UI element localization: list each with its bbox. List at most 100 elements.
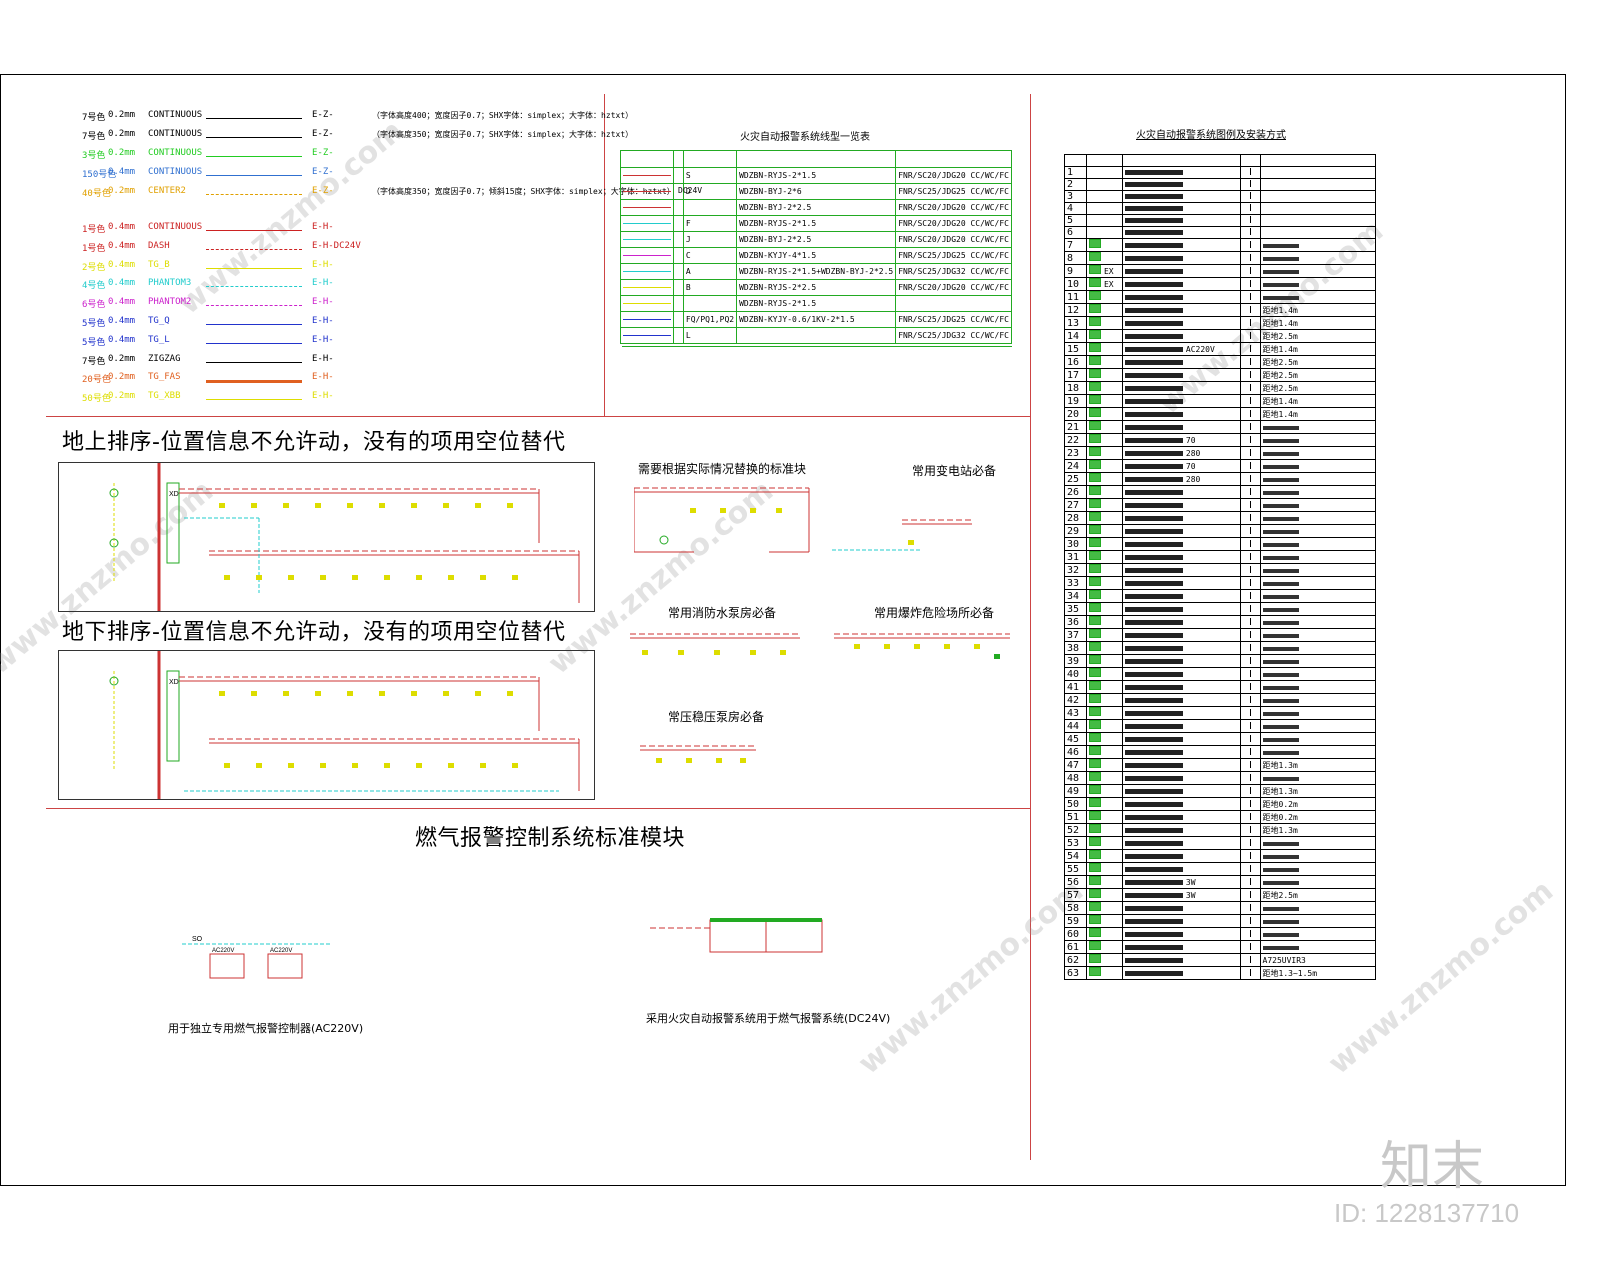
legend-name-text (1124, 749, 1183, 755)
brand-logo: 知末 (1380, 1137, 1485, 1197)
spec-text (1262, 555, 1299, 560)
below-ground-schematic (109, 651, 580, 799)
legend-spec (1259, 732, 1376, 746)
legend-spec: 距地1.4m (1259, 394, 1376, 408)
code-cell: B (682, 279, 738, 296)
linetype-sample (206, 156, 302, 157)
device-mark (352, 575, 358, 580)
legend-name-text (1124, 242, 1183, 248)
legend-unit (1239, 719, 1261, 733)
legend-unit (1239, 368, 1261, 382)
symbol-icon (1089, 228, 1099, 235)
symbol-icon (1088, 941, 1101, 950)
legend-unit (1239, 550, 1261, 564)
code-cell (682, 199, 738, 216)
unit-mark (1249, 838, 1251, 846)
table-row: 33 (1064, 576, 1376, 590)
legend-name-text (1124, 398, 1183, 404)
table-row: 58 (1064, 901, 1376, 915)
legend-unit (1239, 277, 1261, 291)
legend-number: 8 (1064, 251, 1087, 265)
legend-spec (1259, 459, 1376, 473)
legend-name-text (1124, 206, 1183, 211)
unit-mark (1249, 474, 1251, 482)
linetype-color-label: 5号色 (82, 319, 106, 329)
unit-mark (1249, 604, 1251, 612)
legend-name-text (1124, 684, 1183, 690)
code-cell: L (682, 327, 738, 344)
legend-name (1121, 706, 1241, 720)
legend-symbol (1085, 602, 1123, 616)
spec-text (1262, 750, 1299, 755)
legend-unit (1239, 190, 1261, 203)
legend-number: 26 (1064, 485, 1087, 499)
cable-cell: WDZBN-KYJY-0.6/1KV-2*1.5 (736, 311, 897, 328)
legend-unit (1239, 654, 1261, 668)
unit-mark (1249, 539, 1251, 547)
legend-name (1121, 381, 1241, 395)
legend-symbol (1085, 940, 1123, 954)
spec-text (1262, 724, 1299, 729)
legend-symbol (1085, 966, 1123, 980)
symbol-icon (1088, 265, 1101, 274)
legend-symbol (1085, 862, 1123, 876)
legend-name-text (1124, 814, 1183, 820)
table-row: 38 (1064, 641, 1376, 655)
linetype-width: 0.2mm (108, 110, 136, 120)
linetype-color-label: 6号色 (82, 300, 106, 311)
legend-symbol (1085, 667, 1123, 681)
table-row: 5 (1064, 214, 1376, 227)
legend-spec (1259, 226, 1376, 239)
name-cell (673, 263, 684, 280)
legend-name-text (1124, 905, 1183, 911)
legend-unit (1239, 758, 1261, 772)
legend-symbol (1085, 615, 1123, 629)
legend-title: 火灾自动报警系统图例及安装方式 (1136, 130, 1286, 141)
legend-number: 51 (1064, 810, 1087, 824)
spec-text (1262, 243, 1299, 248)
legend-symbol (1085, 329, 1123, 343)
laying-cell: FNR/SC25/JDG32 CC/WC/FC (895, 263, 1012, 280)
legend-name-extra: 280 (1185, 474, 1201, 484)
replace-block-diagram (633, 480, 814, 560)
cable-table-dc-label: DC24V (678, 186, 703, 195)
legend-unit (1239, 680, 1261, 694)
spec-text (1262, 854, 1299, 859)
legend-name-extra: 3W (1185, 890, 1196, 900)
legend-unit (1239, 823, 1261, 837)
legend-symbol (1085, 719, 1123, 733)
legend-name-text (1124, 294, 1183, 300)
header-cell (1085, 154, 1123, 167)
legend-spec: 距地2.5m (1259, 355, 1376, 369)
table-row: 6 (1064, 226, 1376, 239)
line-sample (623, 319, 671, 320)
legend-symbol (1085, 745, 1123, 759)
symbol-icon (1088, 512, 1101, 521)
spec-text (1262, 425, 1299, 430)
legend-name-text (1124, 944, 1183, 950)
legend-name-extra: AC220V (1185, 344, 1215, 354)
legend-spec (1259, 251, 1376, 265)
legend-unit (1239, 836, 1261, 850)
legend-spec (1259, 693, 1376, 707)
explosion-diagram (834, 628, 1010, 688)
gas-fas-diagram (650, 916, 830, 976)
spec-text (1262, 477, 1299, 482)
unit-mark (1249, 344, 1251, 352)
legend-unit (1239, 485, 1261, 499)
legend-name-text (1124, 372, 1183, 378)
line-sample-cell (619, 231, 675, 248)
linetype-width: 0.2mm (108, 148, 136, 158)
legend-number: 44 (1064, 719, 1087, 733)
spec-text (1262, 867, 1299, 872)
legend-name (1121, 589, 1241, 603)
unit-mark (1249, 487, 1251, 495)
unit-mark (1249, 760, 1251, 768)
legend-unit (1239, 511, 1261, 525)
table-row: 41 (1064, 680, 1376, 694)
line-sample (623, 335, 671, 336)
legend-symbol (1085, 875, 1123, 889)
